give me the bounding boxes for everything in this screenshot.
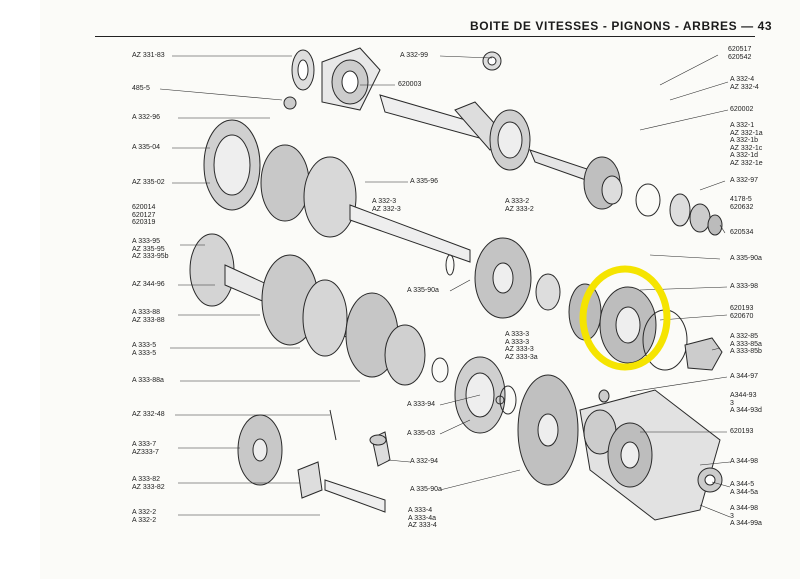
part-label: A 344-97 [730, 373, 759, 380]
part-label: A 344-98 [730, 458, 759, 465]
part-label: A 333-88 AZ 333-88 [132, 309, 165, 324]
part-label: A 333-5 A 333-5 [132, 342, 157, 357]
part-label: A 333-98 [730, 283, 759, 290]
header-rule [95, 36, 755, 37]
part-label: A 332-99 [400, 52, 429, 59]
part-label: A 333-7 AZ333-7 [132, 441, 159, 456]
part-label: A 333-2 AZ 333-2 [505, 198, 534, 213]
part-label: 620014 620127 620319 [132, 204, 156, 226]
part-label: A 333-88a [132, 377, 164, 384]
part-label: AZ 335-02 [132, 179, 165, 186]
part-label: A 332-3 AZ 332-3 [372, 198, 401, 213]
part-label: A 335-90a [407, 287, 439, 294]
synchro-hub [454, 356, 579, 486]
part-label: 4178-5 620632 [730, 196, 754, 211]
part-label: A 332-96 [132, 114, 161, 121]
part-label: A 333-95 AZ 335-95 AZ 333-95b [132, 238, 169, 260]
part-label: AZ 344-96 [132, 281, 165, 288]
part-label: A344-93 3 A 344-93d [730, 392, 762, 414]
part-label: A 332-94 [410, 458, 439, 465]
part-label: 485-5 [132, 85, 150, 92]
part-label: AZ 332-48 [132, 411, 165, 418]
part-label: 620003 [398, 81, 422, 88]
part-label: A 335-90a [410, 486, 442, 493]
rear-housing [579, 389, 723, 521]
part-label: A 333-94 [407, 401, 436, 408]
part-label: A 335-96 [410, 178, 439, 185]
part-label: A 332-2 A 332-2 [132, 509, 157, 524]
highlight-circle [579, 265, 671, 371]
input-shaft [283, 47, 623, 210]
part-label: 620002 [730, 106, 754, 113]
part-label: A 333-82 AZ 333-82 [132, 476, 165, 491]
part-label: 620534 [730, 229, 754, 236]
part-label: A 333-4 A 333-4a AZ 333-4 [408, 507, 437, 529]
main-shaft [203, 119, 602, 341]
page-header: BOITE DE VITESSES - PIGNONS - ARBRES — 4… [470, 19, 773, 33]
part-label: 620193 [730, 428, 754, 435]
bearings-right [599, 183, 723, 371]
countershaft-cluster [189, 233, 449, 386]
part-label: A 332-85 A 333-85a A 333-85b [730, 333, 762, 355]
part-label: A 333-3 A 333-3 AZ 333-3 AZ 333-3a [505, 331, 538, 361]
part-label: 620193 620670 [730, 305, 754, 320]
part-label: A 344-5 A 344-5a [730, 481, 759, 496]
leader-lines [159, 54, 731, 518]
part-label: A 335-04 [132, 144, 161, 151]
part-label: 620517 620542 [728, 46, 752, 61]
part-label: A 335-90a [730, 255, 762, 262]
part-label: A 332-4 AZ 332-4 [730, 76, 759, 91]
small-parts [237, 395, 505, 513]
scan-margin [0, 0, 40, 579]
part-label: A 335-03 [407, 430, 436, 437]
part-label: A 332-97 [730, 177, 759, 184]
part-label: A 332-1 AZ 332-1a A 332-1b AZ 332-1c A 3… [730, 122, 763, 167]
part-label: A 344-98 3 A 344-99a [730, 505, 762, 527]
part-label: AZ 331-83 [132, 52, 165, 59]
